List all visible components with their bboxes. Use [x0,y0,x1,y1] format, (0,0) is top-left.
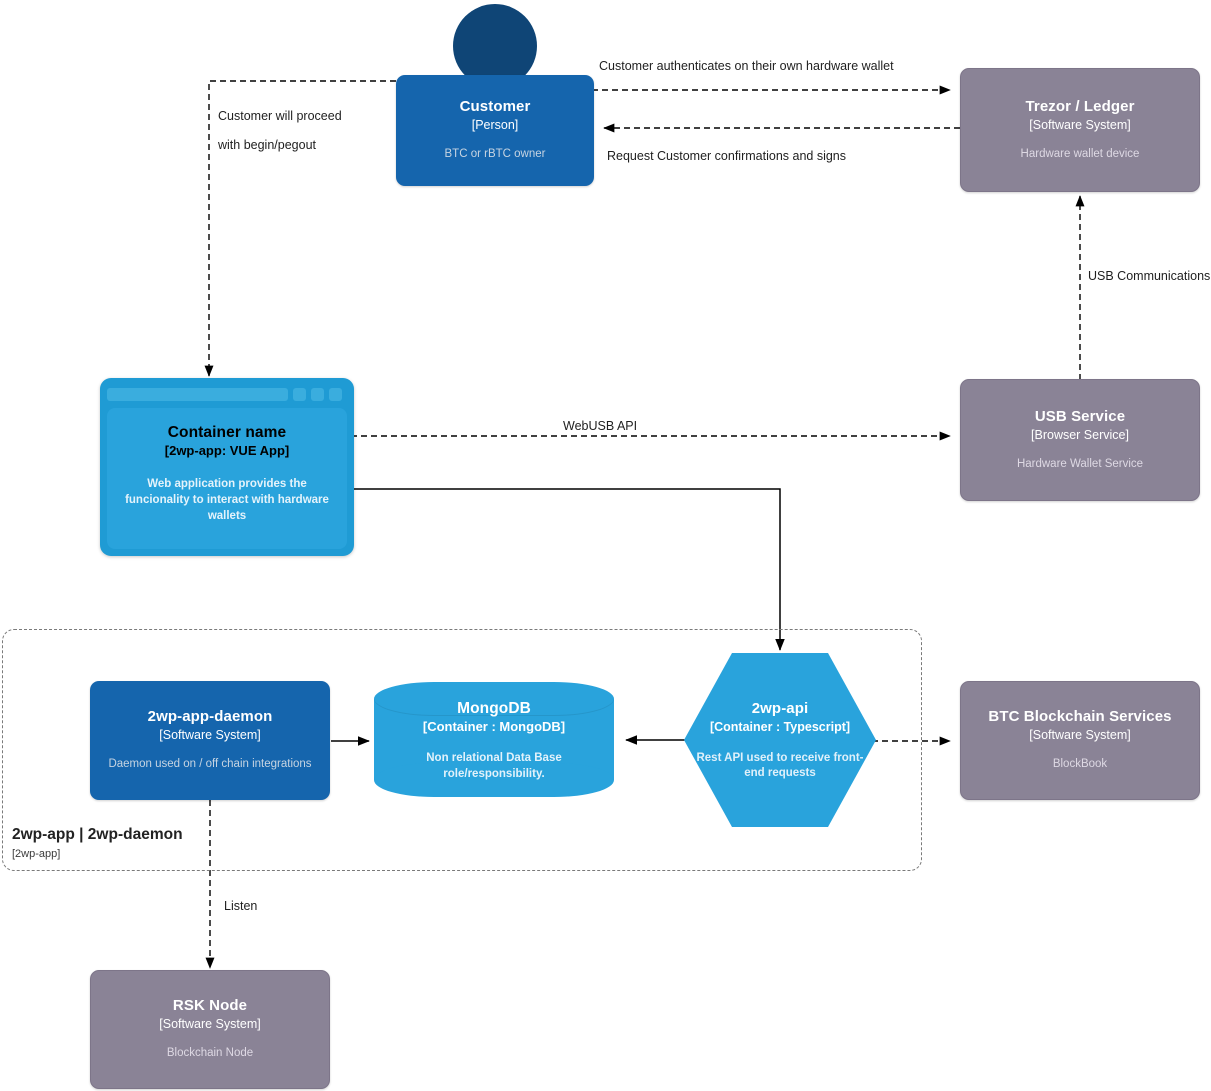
daemon-name: 2wp-app-daemon [147,708,273,726]
customer-body: Customer [Person] BTC or rBTC owner [396,75,594,186]
trezor-ledger-description: Hardware wallet device [1020,147,1140,160]
mongodb-name: MongoDB [457,699,531,717]
rsk-node-type: [Software System] [159,1017,261,1032]
edge-label-customer-to-container-line1: Customer will proceed [218,109,342,123]
node-btc-blockchain-services[interactable]: BTC Blockchain Services [Software System… [960,681,1200,800]
rsk-node-description: Blockchain Node [166,1047,254,1060]
rsk-node-name: RSK Node [172,997,248,1015]
mongodb-description: Non relational Data Base role/responsibi… [426,752,562,780]
btc-blockchain-description: BlockBook [1052,758,1108,771]
mongodb-cylinder-bottom [374,763,614,797]
usb-service-type: [Browser Service] [1031,427,1129,442]
system-boundary-label: 2wp-app | 2wp-daemon [2wp-app] [12,826,312,862]
api-description: Rest API used to receive front-end reque… [696,751,864,780]
container-vue-name: Container name [167,423,287,441]
edge-label-usb-communications: USB Communications [1088,269,1211,283]
node-container-vue-app[interactable]: Container name [2wp-app: VUE App] Web ap… [100,378,354,556]
daemon-description: Daemon used on / off chain integrations [108,758,312,771]
usb-service-name: USB Service [1034,407,1126,425]
api-name: 2wp-api [751,700,809,718]
edge-label-trezor-to-customer: Request Customer confirmations and signs [607,149,847,163]
trezor-ledger-name: Trezor / Ledger [1025,97,1135,115]
edge-label-listen: Listen [224,899,258,913]
node-2wp-api[interactable]: 2wp-api [Container : Typescript] Rest AP… [684,653,876,827]
browser-title-bar [107,385,347,403]
customer-type: [Person] [471,118,519,133]
browser-button-close-icon[interactable] [329,387,342,401]
edge-container-to-api [341,488,785,651]
mongodb-cylinder-top [374,682,614,716]
edge-label-customer-to-container-line2: with begin/pegout [218,138,316,152]
container-vue-description: Web application provides the funcionalit… [125,477,329,522]
customer-head-icon [453,4,537,88]
usb-service-description: Hardware Wallet Service [1016,457,1144,470]
system-boundary-2wp-app [2,629,922,871]
node-mongodb[interactable]: MongoDB [Container : MongoDB] Non relati… [374,682,614,797]
edge-label-webusb-api: WebUSB API [563,419,638,433]
node-rsk-node[interactable]: RSK Node [Software System] Blockchain No… [90,970,330,1089]
api-type: [Container : Typescript] [709,719,851,734]
trezor-ledger-type: [Software System] [1029,117,1131,132]
browser-button-maximize-icon[interactable] [311,387,324,401]
boundary-type: [2wp-app] [12,847,61,860]
node-customer[interactable]: Customer [Person] BTC or rBTC owner [396,4,594,186]
daemon-type: [Software System] [159,728,261,743]
browser-url-bar[interactable] [107,387,288,401]
customer-name: Customer [459,98,531,116]
mongodb-type: [Container : MongoDB] [422,718,566,734]
edge-label-customer-to-trezor: Customer authenticates on their own hard… [599,59,894,73]
hexagon-shape [684,653,876,827]
api-content: 2wp-api [Container : Typescript] Rest AP… [684,653,876,827]
node-trezor-ledger[interactable]: Trezor / Ledger [Software System] Hardwa… [960,68,1200,192]
boundary-name: 2wp-app | 2wp-daemon [12,826,183,843]
browser-button-minimize-icon[interactable] [293,387,306,401]
btc-blockchain-type: [Software System] [1029,728,1131,743]
node-2wp-app-daemon[interactable]: 2wp-app-daemon [Software System] Daemon … [90,681,330,800]
btc-blockchain-name: BTC Blockchain Services [988,708,1172,726]
mongodb-content: MongoDB [Container : MongoDB] Non relati… [374,682,614,797]
node-usb-service[interactable]: USB Service [Browser Service] Hardware W… [960,379,1200,501]
container-vue-type: [2wp-app: VUE App] [164,443,290,459]
customer-description: BTC or rBTC owner [444,148,546,161]
browser-content: Container name [2wp-app: VUE App] Web ap… [107,408,347,549]
